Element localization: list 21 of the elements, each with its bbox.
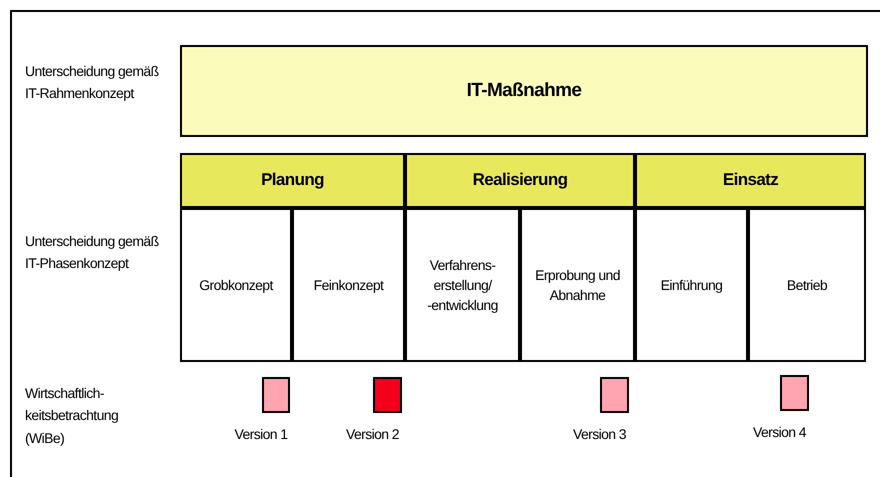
box-label: Grobkonzept bbox=[198, 276, 274, 295]
box-label: Verfahrens- erstellung/ -entwicklung bbox=[426, 256, 499, 316]
version-label: Version 2 bbox=[345, 426, 400, 442]
box-label: Einführung bbox=[660, 276, 724, 295]
box-label: Einsatz bbox=[722, 169, 780, 192]
version-square bbox=[262, 377, 290, 413]
version-square bbox=[600, 377, 629, 413]
row-label: Unterscheidung gemäß IT-Phasenkonzept bbox=[25, 232, 160, 274]
box-label: IT-Maßnahme bbox=[466, 79, 582, 104]
row-label: Wirtschaftlich- keitsbetrachtung (WiBe) bbox=[25, 384, 120, 448]
box-label: Betrieb bbox=[786, 276, 828, 295]
row-label: Unterscheidung gemäß IT-Rahmenkonzept bbox=[25, 62, 160, 104]
box-label: Feinkonzept bbox=[312, 276, 385, 295]
box-label: Realisierung bbox=[472, 169, 568, 192]
version-label: Version 3 bbox=[572, 426, 627, 442]
version-label: Version 1 bbox=[234, 426, 288, 442]
box-label: Erprobung und Abnahme bbox=[534, 266, 621, 305]
version-square bbox=[780, 375, 809, 411]
version-square bbox=[373, 377, 402, 413]
version-label: Version 4 bbox=[752, 424, 808, 440]
box-label: Planung bbox=[260, 169, 325, 192]
